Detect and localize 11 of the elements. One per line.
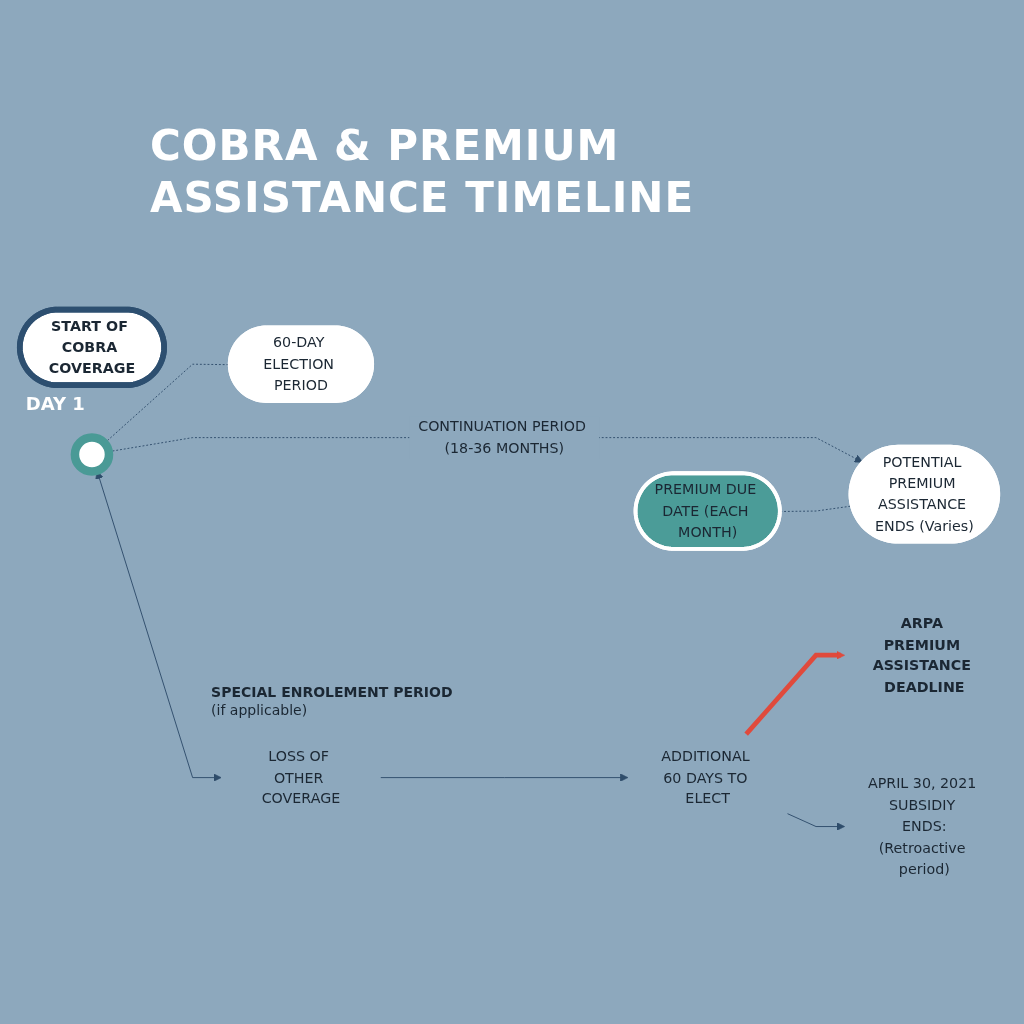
node-text: LOSS OF OTHER COVERAGE: [261, 746, 341, 807]
node-circle: [70, 432, 114, 476]
edge-label: CONTINUATION PERIOD (18-36 MONTHS): [418, 417, 586, 457]
node-text: ARPA PREMIUM ASSISTANCE DEADLINE: [872, 613, 972, 696]
arrow: [744, 650, 845, 736]
section-heading: SPECIAL ENROLEMENT PERIOD: [211, 683, 454, 700]
node-text: ADDITIONAL 60 DAYS TO ELECT: [661, 746, 750, 807]
node-text: APRIL 30, 2021 SUBSIDIY ENDS: (Retroactive period): [867, 774, 977, 878]
day-label: DAY 1: [25, 392, 85, 414]
title: COBRA & PREMIUM ASSISTANCE TIMELINE: [150, 120, 696, 224]
note-text: (if applicable): [211, 701, 309, 718]
